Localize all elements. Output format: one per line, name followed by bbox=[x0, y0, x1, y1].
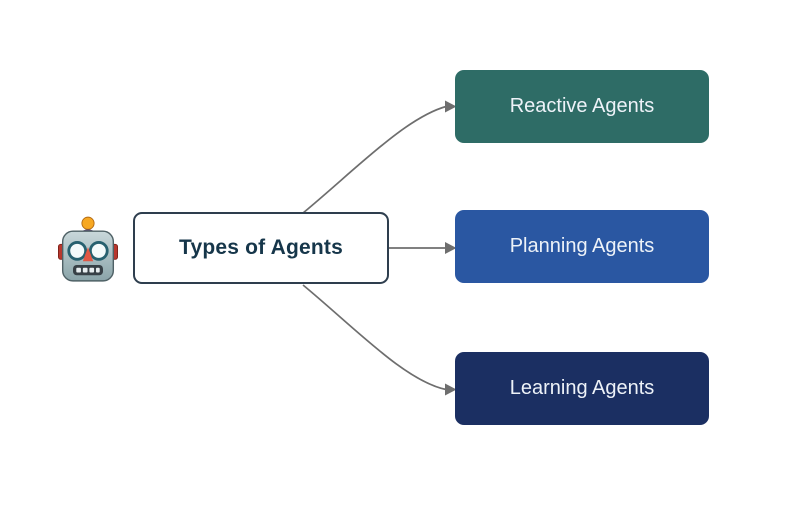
node-label: Reactive Agents bbox=[509, 95, 655, 117]
node-label: Learning Agents bbox=[509, 377, 655, 399]
arrowhead-reactive bbox=[445, 100, 457, 113]
robot-icon bbox=[58, 216, 118, 282]
node-planning-agents[interactable]: Planning Agents bbox=[455, 210, 709, 283]
edge-to-learning bbox=[302, 284, 447, 391]
edge-to-reactive bbox=[302, 105, 447, 214]
node-reactive-agents[interactable]: Reactive Agents bbox=[455, 70, 709, 143]
arrowhead-learning bbox=[445, 383, 457, 396]
node-types-of-agents[interactable]: Types of Agents bbox=[133, 212, 389, 284]
arrowhead-planning bbox=[445, 242, 457, 254]
node-label: Planning Agents bbox=[509, 235, 655, 257]
root-node-label: Types of Agents bbox=[178, 236, 344, 259]
node-learning-agents[interactable]: Learning Agents bbox=[455, 352, 709, 425]
